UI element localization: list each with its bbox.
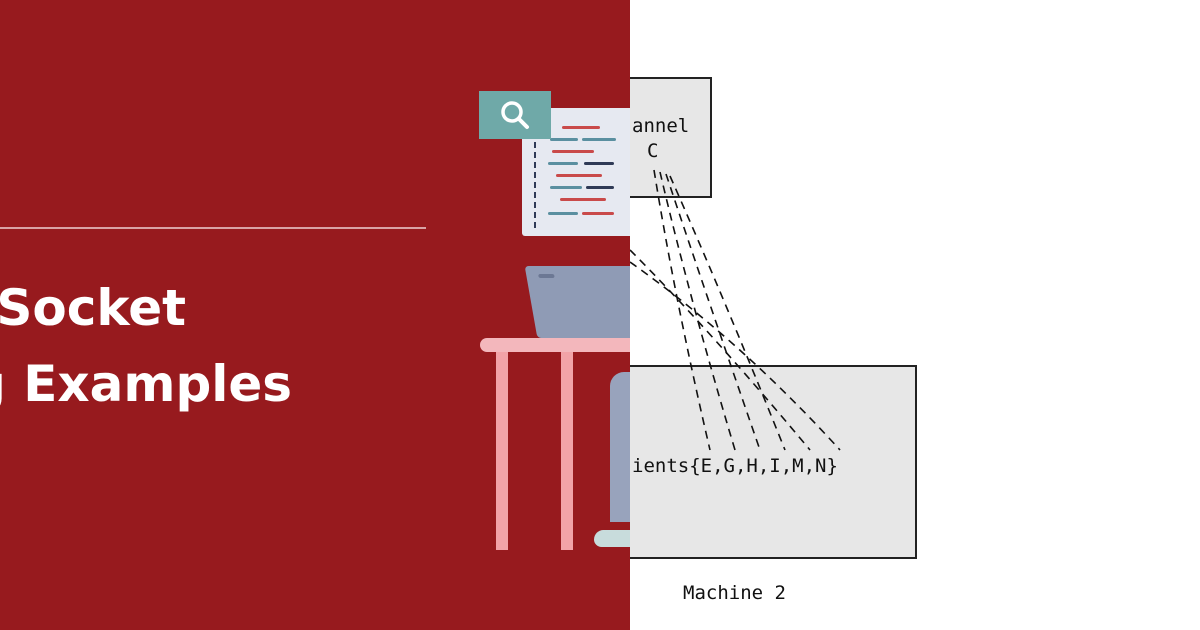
search-badge xyxy=(479,91,551,139)
connection-line xyxy=(665,173,761,451)
person-shoe xyxy=(594,530,630,547)
title-panel: oSocket g Examples xyxy=(0,0,630,630)
machine-label: Machine 2 xyxy=(683,582,786,604)
laptop-illustration xyxy=(524,266,630,338)
desk-illustration xyxy=(480,338,630,352)
person-illustration xyxy=(610,372,630,522)
diagram-panel: annel C ients{E,G,H,I,M,N} Machine 2 xyxy=(630,0,1200,630)
connection-line xyxy=(630,249,811,451)
clients-label: ients{E,G,H,I,M,N} xyxy=(632,455,838,477)
desk-leg xyxy=(561,352,573,550)
clients-node: ients{E,G,H,I,M,N} xyxy=(630,365,917,559)
connection-line xyxy=(630,261,841,451)
connection-line xyxy=(659,171,736,451)
channel-id-label: C xyxy=(647,140,659,162)
page-title: oSocket g Examples xyxy=(0,270,292,422)
search-icon xyxy=(501,101,529,129)
title-line-2: g Examples xyxy=(0,355,293,413)
connection-line xyxy=(669,175,786,451)
channel-label: annel xyxy=(632,115,690,137)
divider-line xyxy=(0,227,426,229)
desk-leg xyxy=(496,352,508,550)
connection-lines xyxy=(630,169,841,451)
connection-line xyxy=(653,169,711,451)
channel-node: annel C xyxy=(630,77,712,198)
title-line-1: oSocket xyxy=(0,279,187,337)
